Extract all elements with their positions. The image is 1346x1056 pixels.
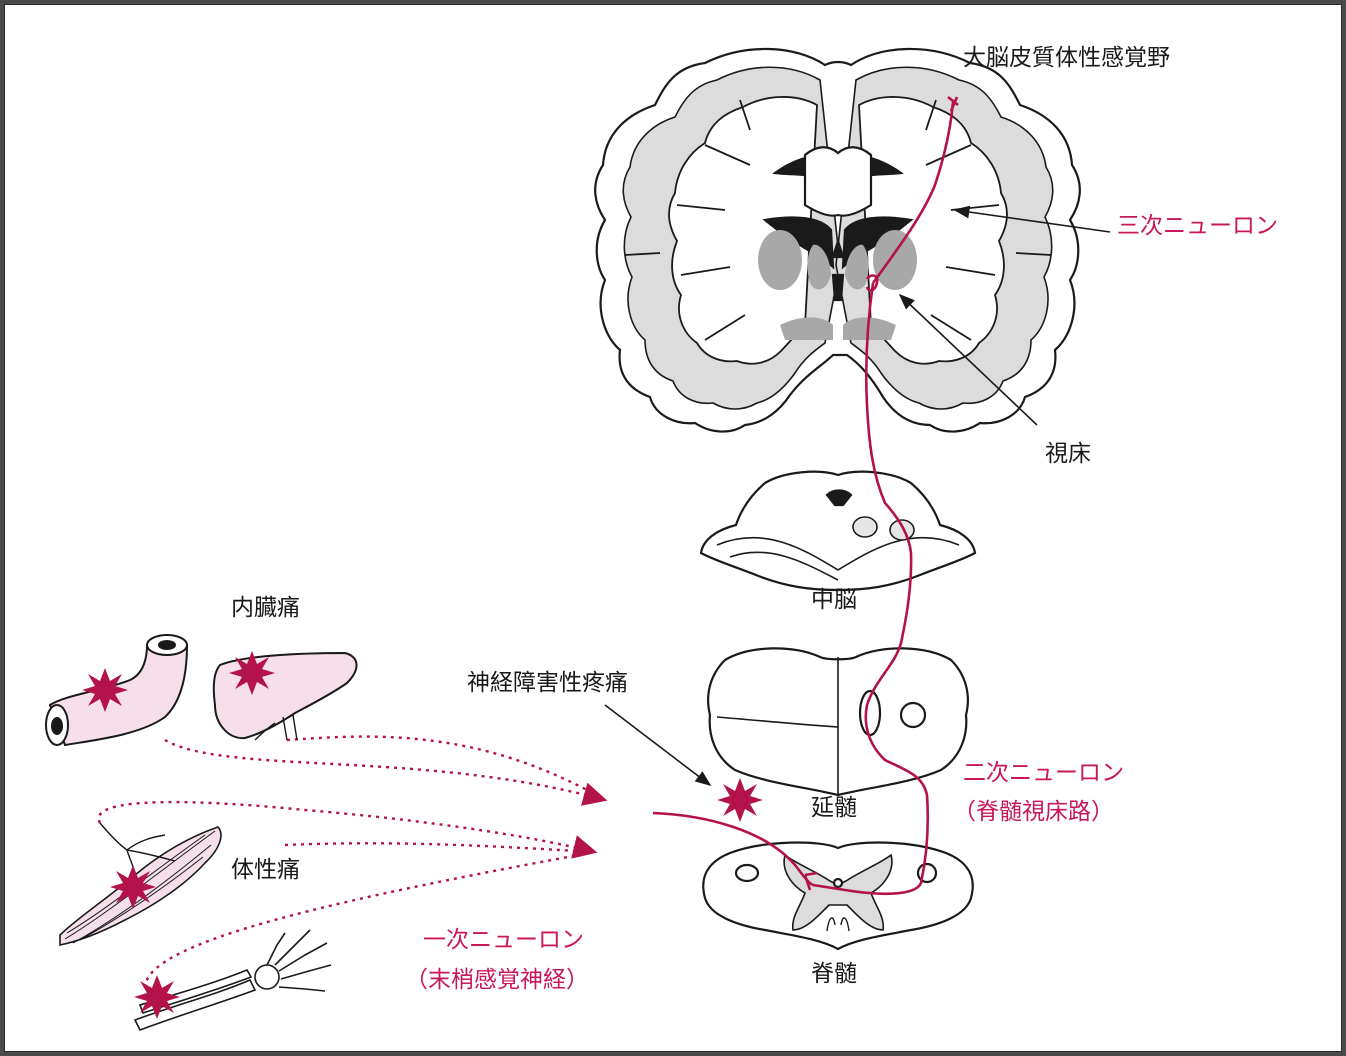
basal-ganglia-right <box>873 230 917 290</box>
liver-illustration <box>214 653 357 740</box>
spinal-left-tract <box>736 865 758 881</box>
wrist-bones <box>255 965 279 989</box>
dotted-from-intestine <box>165 740 605 800</box>
dotted-from-liver <box>287 737 605 800</box>
spinal-cord-section <box>703 843 972 949</box>
medulla-section <box>708 648 968 795</box>
red-nucleus-left <box>853 517 877 537</box>
pain-burst-arm <box>134 975 180 1019</box>
pain-pathway-diagram <box>5 5 1341 1051</box>
label-first-neuron: 一次ニューロン <box>423 927 584 955</box>
pain-burst-intestine <box>82 668 128 712</box>
label-spinal-cord: 脊髄 <box>811 961 857 989</box>
label-neuropathic-pain: 神経障害性疼痛 <box>467 670 628 698</box>
liver-shape <box>214 653 357 738</box>
label-thalamus: 視床 <box>1045 441 1091 469</box>
pain-burst-muscle <box>110 865 156 909</box>
medulla-nucleus <box>901 703 925 727</box>
basal-ganglia-left <box>758 230 802 290</box>
label-midbrain: 中脳 <box>811 587 857 615</box>
label-third-neuron: 三次ニューロン <box>1117 213 1278 241</box>
midbrain-section <box>701 472 975 590</box>
dotted-from-muscle-2 <box>285 843 595 852</box>
label-medulla: 延髄 <box>811 795 857 823</box>
label-somatic-pain: 体性痛 <box>231 857 300 885</box>
arm-bones-illustration <box>135 930 331 1030</box>
label-first-neuron-sub: （末梢感覚神経） <box>405 967 589 995</box>
label-second-neuron: 二次ニューロン <box>963 760 1124 788</box>
label-cortex: 大脳皮質体性感覚野 <box>963 45 1170 73</box>
septum-area <box>805 147 871 215</box>
label-second-neuron-sub: （脊髄視床路） <box>953 799 1114 827</box>
label-visceral-pain: 内臓痛 <box>231 595 300 623</box>
pain-bursts <box>82 651 763 1019</box>
dotted-from-muscle <box>99 802 595 852</box>
brain-coronal-section <box>595 49 1080 432</box>
pain-burst-neuropathic <box>717 778 763 822</box>
intestine-tube <box>50 645 187 745</box>
central-canal <box>834 879 842 887</box>
red-nucleus-right <box>890 520 914 540</box>
diagram-frame: 大脳皮質体性感覚野 三次ニューロン 視床 中脳 延髄 脊髄 二次ニューロン （脊… <box>4 4 1342 1052</box>
arrow-neuropathic <box>605 705 710 785</box>
pain-burst-liver <box>229 651 275 695</box>
